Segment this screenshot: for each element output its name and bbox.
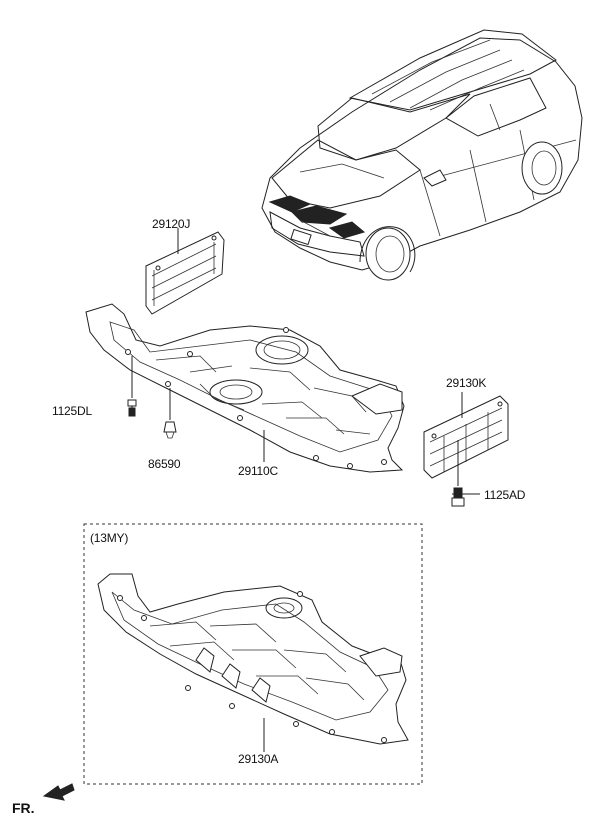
label-1125AD: 1125AD xyxy=(484,488,526,502)
label-29110C: 29110C xyxy=(238,464,278,478)
bolt-1125DL xyxy=(127,399,137,417)
part-29110C-undercover xyxy=(85,303,405,473)
label-29120J: 29120J xyxy=(152,217,191,231)
label-86590: 86590 xyxy=(148,457,181,471)
label-13my: (13MY) xyxy=(90,531,129,545)
clip-86590 xyxy=(163,421,177,439)
label-29130K: 29130K xyxy=(446,376,487,390)
part-29120J-shield xyxy=(145,228,225,315)
part-29130K-shield xyxy=(423,392,509,486)
variant-13my-frame xyxy=(83,523,423,785)
vehicle-illustration xyxy=(261,29,583,281)
part-29130A-undercover xyxy=(97,573,409,752)
label-29130A: 29130A xyxy=(238,752,279,766)
label-front: FR. xyxy=(12,800,35,816)
arrow-left-down-icon xyxy=(42,783,75,801)
bolt-1125AD xyxy=(451,487,480,507)
label-1125DL: 1125DL xyxy=(52,404,92,418)
